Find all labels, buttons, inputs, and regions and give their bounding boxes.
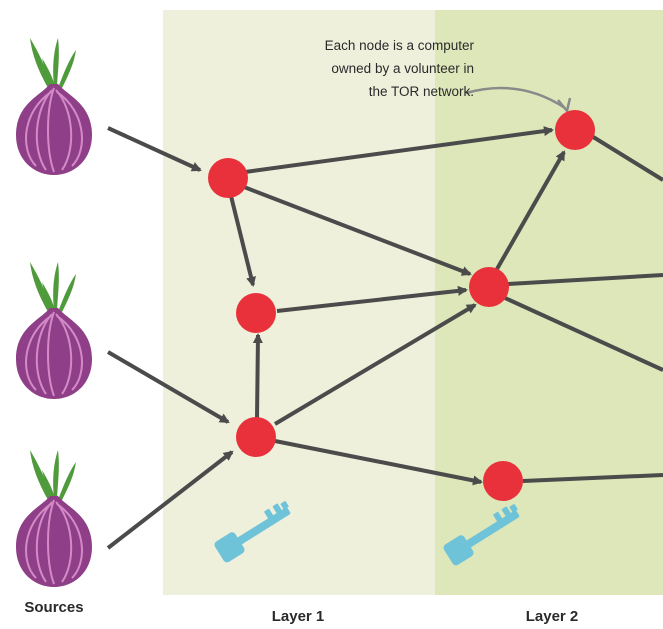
annotation-line-2: owned by a volunteer in [331, 61, 474, 76]
onion-icon [16, 262, 92, 399]
node-layer2-center [469, 267, 509, 307]
nodes [208, 110, 595, 501]
edges [106, 126, 663, 550]
edge-n6-exit [522, 473, 663, 483]
edge-n4-exit-a [507, 273, 663, 286]
edge-source2-n3 [106, 350, 230, 424]
edge-n3-n4 [273, 303, 477, 426]
onion-icon [16, 450, 92, 587]
layer1-background [163, 10, 435, 595]
node-layer1-bottom [236, 417, 276, 457]
edge-n3-n2 [252, 333, 263, 419]
key-icon [214, 501, 291, 563]
annotation-line-3: the TOR network. [369, 84, 474, 99]
node-layer1-middle [236, 293, 276, 333]
edge-n1-n2 [229, 195, 256, 287]
onion-icon [16, 38, 92, 175]
annotation-arrowhead [557, 97, 572, 114]
edge-source3-n3 [106, 450, 234, 550]
edge-n5-exit [588, 133, 663, 182]
node-layer2-top [555, 110, 595, 150]
key-icon [443, 504, 520, 566]
layer2-background [435, 10, 663, 595]
sources-label: Sources [24, 599, 83, 616]
edge-n4-n5 [495, 150, 566, 270]
layer2-label: Layer 2 [526, 608, 579, 625]
edge-n4-exit-b [504, 296, 663, 372]
edge-n1-n4 [243, 185, 472, 276]
edge-source1-n1 [107, 126, 202, 172]
annotation-arrow [465, 86, 566, 110]
annotation-line-1: Each node is a computer [325, 38, 475, 53]
edge-n2-n4 [276, 285, 468, 313]
node-layer2-bottom [483, 461, 523, 501]
edge-n1-n5 [244, 126, 554, 174]
layer1-label: Layer 1 [272, 608, 325, 625]
edge-n3-n6 [274, 439, 483, 486]
node-layer1-top [208, 158, 248, 198]
